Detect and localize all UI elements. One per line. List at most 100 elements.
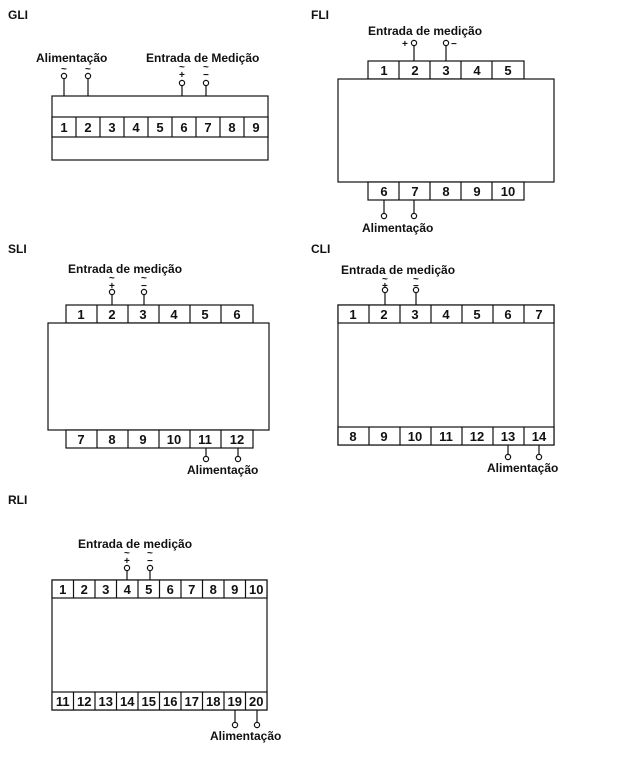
fli-housing xyxy=(337,78,555,183)
fli-input-label: Entrada de medição xyxy=(368,24,482,38)
fli-terminal-7: 7 xyxy=(411,184,418,199)
rli-bottom-dividers xyxy=(72,692,247,710)
rli-ac-symbol-2: ~ xyxy=(147,548,153,559)
cli-terminal-5: 5 xyxy=(473,307,480,322)
gli-title: GLI xyxy=(8,8,28,22)
gli-terminal-dividers xyxy=(75,117,245,137)
cli-terminal-2: 2 xyxy=(380,307,387,322)
gli-pin-1 xyxy=(60,72,68,80)
fli-terminal-2: 2 xyxy=(411,63,418,78)
cli-pin-14 xyxy=(535,453,543,461)
gli-ac-symbol-2: ~ xyxy=(85,64,91,75)
sli-housing xyxy=(47,322,270,431)
gli-terminal-6: 6 xyxy=(180,120,187,135)
cli-pin-2 xyxy=(381,286,389,294)
sli-top-dividers xyxy=(96,305,222,323)
rli-terminal-14: 14 xyxy=(120,694,135,709)
rli-terminal-17: 17 xyxy=(185,694,199,709)
gli-terminal-strip xyxy=(51,116,269,138)
sli-terminal-2: 2 xyxy=(108,307,115,322)
rli-pin-19 xyxy=(231,721,239,729)
rli-terminal-3: 3 xyxy=(102,582,109,597)
sli-title: SLI xyxy=(8,242,27,256)
rli-terminal-2: 2 xyxy=(81,582,88,597)
cli-input-label: Entrada de medição xyxy=(341,263,455,277)
sli-terminal-1: 1 xyxy=(77,307,84,322)
cli-top-dividers xyxy=(368,305,525,323)
rli-pin-5 xyxy=(146,564,154,572)
fli-terminal-10: 10 xyxy=(501,184,515,199)
sli-minus-symbol: − xyxy=(141,281,147,292)
gli-terminal-5: 5 xyxy=(156,120,163,135)
fli-bottom-terminal-strip xyxy=(367,181,525,201)
fli-supply-label: Alimentação xyxy=(362,221,433,235)
sli-bottom-dividers xyxy=(96,430,222,448)
sli-pin-12 xyxy=(234,455,242,463)
rli-terminal-11: 11 xyxy=(56,694,70,709)
sli-ac-symbol-1: ~ xyxy=(109,273,115,284)
gli-terminal-4: 4 xyxy=(132,120,140,135)
sli-terminal-11: 11 xyxy=(198,432,212,447)
cli-top-terminal-strip xyxy=(337,304,555,324)
fli-pin-2 xyxy=(410,39,418,47)
gli-ac-symbol-3: ~ xyxy=(179,62,185,73)
cli-ac-symbol-1: ~ xyxy=(382,274,388,285)
fli-terminal-6: 6 xyxy=(380,184,387,199)
fli-terminal-4: 4 xyxy=(473,63,481,78)
gli-pin-7 xyxy=(202,79,210,87)
fli-terminal-5: 5 xyxy=(504,63,511,78)
sli-terminal-8: 8 xyxy=(108,432,115,447)
rli-input-label: Entrada de medição xyxy=(78,537,192,551)
gli-supply-label: Alimentação xyxy=(36,51,107,65)
cli-plus-symbol: + xyxy=(382,281,388,292)
cli-terminal-3: 3 xyxy=(411,307,418,322)
rli-minus-symbol: − xyxy=(147,556,153,567)
fli-bottom-dividers xyxy=(398,182,493,200)
fli-minus-symbol: − xyxy=(451,39,457,50)
rli-plus-symbol: + xyxy=(124,556,130,567)
cli-terminal-12: 12 xyxy=(470,429,484,444)
gli-pin-6 xyxy=(178,79,186,87)
sli-plus-symbol: + xyxy=(109,281,115,292)
gli-terminal-9: 9 xyxy=(252,120,259,135)
gli-diagram: GLI Alimentação Entrada de Medição ~ ~ ~… xyxy=(8,8,269,161)
sli-terminal-5: 5 xyxy=(201,307,208,322)
cli-terminal-1: 1 xyxy=(349,307,356,322)
cli-terminal-13: 13 xyxy=(501,429,515,444)
rli-pin-4 xyxy=(123,564,131,572)
gli-terminal-3: 3 xyxy=(108,120,115,135)
rli-terminal-4: 4 xyxy=(124,582,132,597)
fli-terminal-1: 1 xyxy=(380,63,387,78)
fli-terminal-3: 3 xyxy=(442,63,449,78)
gli-terminal-1: 1 xyxy=(60,120,67,135)
fli-plus-symbol: + xyxy=(402,39,408,50)
sli-pin-3 xyxy=(140,288,148,296)
rli-terminal-10: 10 xyxy=(249,582,263,597)
gli-terminal-8: 8 xyxy=(228,120,235,135)
cli-bottom-terminal-strip xyxy=(337,426,555,446)
sli-terminal-3: 3 xyxy=(139,307,146,322)
sli-supply-label: Alimentação xyxy=(187,463,258,477)
gli-ac-symbol-4: ~ xyxy=(203,62,209,73)
rli-housing xyxy=(51,579,268,711)
fli-title: FLI xyxy=(311,8,329,22)
rli-terminal-7: 7 xyxy=(188,582,195,597)
rli-title: RLI xyxy=(8,493,27,507)
cli-bottom-dividers xyxy=(368,427,525,445)
sli-input-label: Entrada de medição xyxy=(68,262,182,276)
sli-diagram: SLI Entrada de medição ~ ~ + − 1 2 3 4 5… xyxy=(8,242,270,477)
sli-terminal-7: 7 xyxy=(77,432,84,447)
fli-diagram: FLI Entrada de medição + − 1 2 3 4 5 xyxy=(311,8,555,235)
cli-terminal-7: 7 xyxy=(535,307,542,322)
sli-terminal-10: 10 xyxy=(167,432,181,447)
cli-terminal-11: 11 xyxy=(439,429,453,444)
cli-supply-label: Alimentação xyxy=(487,461,558,475)
cli-pin-13 xyxy=(504,453,512,461)
rli-terminal-9: 9 xyxy=(231,582,238,597)
cli-terminal-6: 6 xyxy=(504,307,511,322)
fli-top-dividers xyxy=(398,61,493,79)
fli-terminal-8: 8 xyxy=(442,184,449,199)
fli-pin-3 xyxy=(442,39,450,47)
cli-minus-symbol: − xyxy=(413,281,419,292)
gli-minus-symbol: − xyxy=(203,70,209,81)
